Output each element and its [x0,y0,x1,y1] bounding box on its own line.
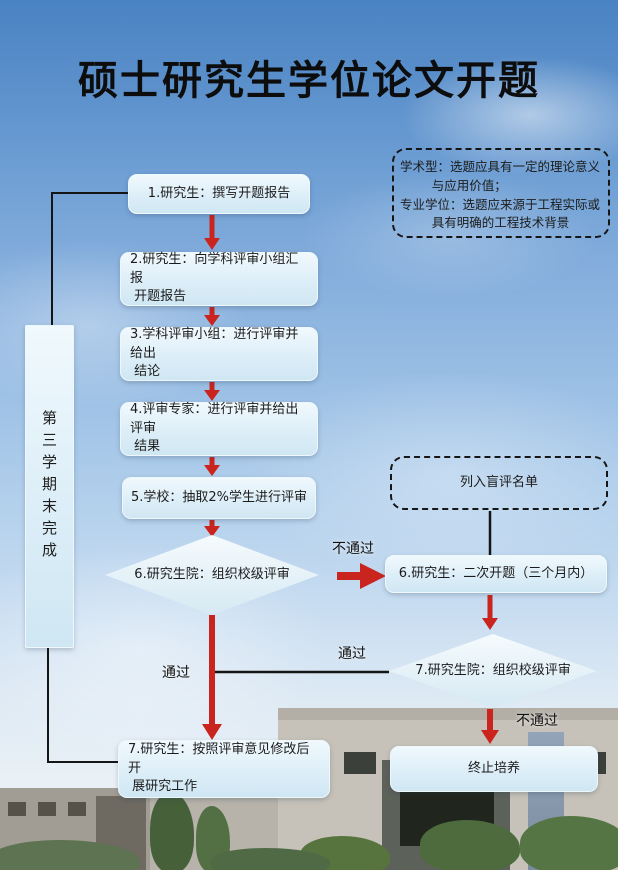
tree [150,792,194,870]
arrow-decision6-retry [337,563,386,589]
arrow-step1-step2 [204,215,220,250]
flow-step-2: 2.研究生：向学科评审小组汇报 开题报告 [120,252,318,306]
connector-timeline-to-step7 [47,648,118,763]
flow-step-1: 1.研究生：撰写开题报告 [128,174,310,214]
label-fail-2: 不通过 [516,713,558,729]
terminate-training-box: 终止培养 [390,746,598,792]
label-pass-right: 通过 [338,646,366,662]
page-title: 硕士研究生学位论文开题 [78,58,540,104]
flow-step-3: 3.学科评审小组：进行评审并给出 结论 [120,327,318,381]
arrow-step2-step3 [204,307,220,326]
label-fail-1: 不通过 [332,541,374,557]
arrow-retry-decision7 [482,595,498,630]
note-topic-requirements: 学术型：选题应具有一定的理论意义 与应用价值； 专业学位：选题应来源于工程实际或… [392,148,610,238]
blind-review-list-box: 列入盲评名单 [390,456,608,510]
flow-step-7: 7.研究生：按照评审意见修改后开 展研究工作 [118,740,330,798]
timeline-third-semester: 第三学期末完成 [25,325,74,648]
bush [520,816,618,870]
flow-step-4: 4.评审专家：进行评审并给出评审 结果 [120,402,318,456]
arrow-decision7-terminate [481,709,499,744]
arrow-decision6-step7 [202,615,222,740]
retry-second-proposal-box: 6.研究生：二次开题（三个月内） [385,555,607,593]
arrow-step3-step4 [204,382,220,401]
timeline-label: 第三学期末完成 [40,409,58,564]
label-pass-left: 通过 [162,665,190,681]
flow-step-5: 5.学校：抽取2%学生进行评审 [122,477,316,519]
connector-step1-to-timeline [51,192,128,325]
arrow-step5-decision6 [204,520,220,537]
bush [210,848,330,870]
bush [420,820,520,870]
arrow-step4-step5 [204,457,220,476]
